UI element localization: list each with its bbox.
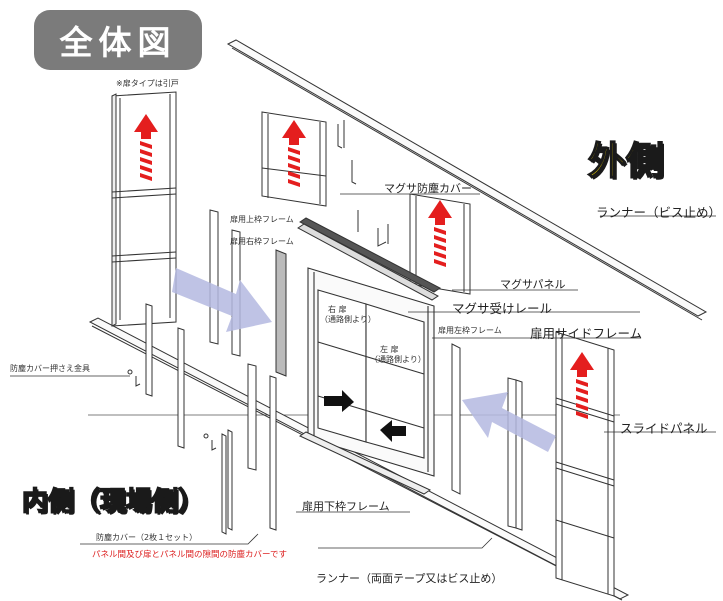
door-arrow-left [380,420,406,442]
label-right-door-sub: （通路側より） [320,315,376,324]
label-dust-cover: 防塵カバー（2枚１セット） [96,533,198,542]
door-type-note: ※扉タイプは引戸 [116,79,179,88]
page-title: 全体図 [34,10,202,70]
label-runner-top: ランナー（ビス止め） [596,205,722,220]
label-left-door-sub: （通路側より） [370,355,426,364]
label-door-right-frame: 扉用右枠フレーム [230,237,294,246]
flow-arrow-right [462,392,556,452]
magusa-panel-right [409,193,471,295]
label-door-top-frame: 扉用上枠フレーム [230,215,294,224]
label-magusa-cover: マグサ防塵カバー [384,182,472,195]
bracket-parts [127,369,217,451]
door-top-frame-part [297,217,441,301]
magusa-cover-pieces [337,120,389,247]
outside-side-label: 外側 [587,138,665,184]
label-door-side-frame: 扉用サイドフレーム [530,326,643,341]
inside-side-label: 内側（現場側） [21,486,205,518]
flow-arrow-left [172,268,272,332]
label-dust-cover-bracket: 防塵カバー押さえ金具 [10,364,90,373]
door-side-frames [451,343,523,531]
dust-cover-pieces [221,429,233,535]
label-magusa-rail: マグサ受けレール [452,301,553,316]
label-right-door: 右 扉 [328,305,347,314]
label-left-door: 左 扉 [380,345,399,354]
door-right-frame-part [275,249,287,377]
left-slide-panel [111,91,177,327]
door-bottom-frame-part [298,431,432,495]
label-slide-panel: スライドパネル [620,421,708,436]
label-runner-bottom: ランナー（両面テープ又はビス止め） [316,572,503,585]
vertical-frames-left [145,209,277,531]
door-arrow-right [324,390,354,412]
label-magusa-panel: マグサパネル [500,278,566,291]
label-door-bottom-frame: 扉用下枠フレーム [302,500,390,513]
dust-cover-note: パネル間及び扉とパネル間の隙間の防塵カバーです [92,550,287,560]
leader-lines [10,193,716,549]
runner-top-part [226,39,708,321]
right-slide-panel [555,331,615,597]
sliding-door-frame [307,267,435,477]
label-door-left-frame: 扉用左枠フレーム [438,326,502,335]
